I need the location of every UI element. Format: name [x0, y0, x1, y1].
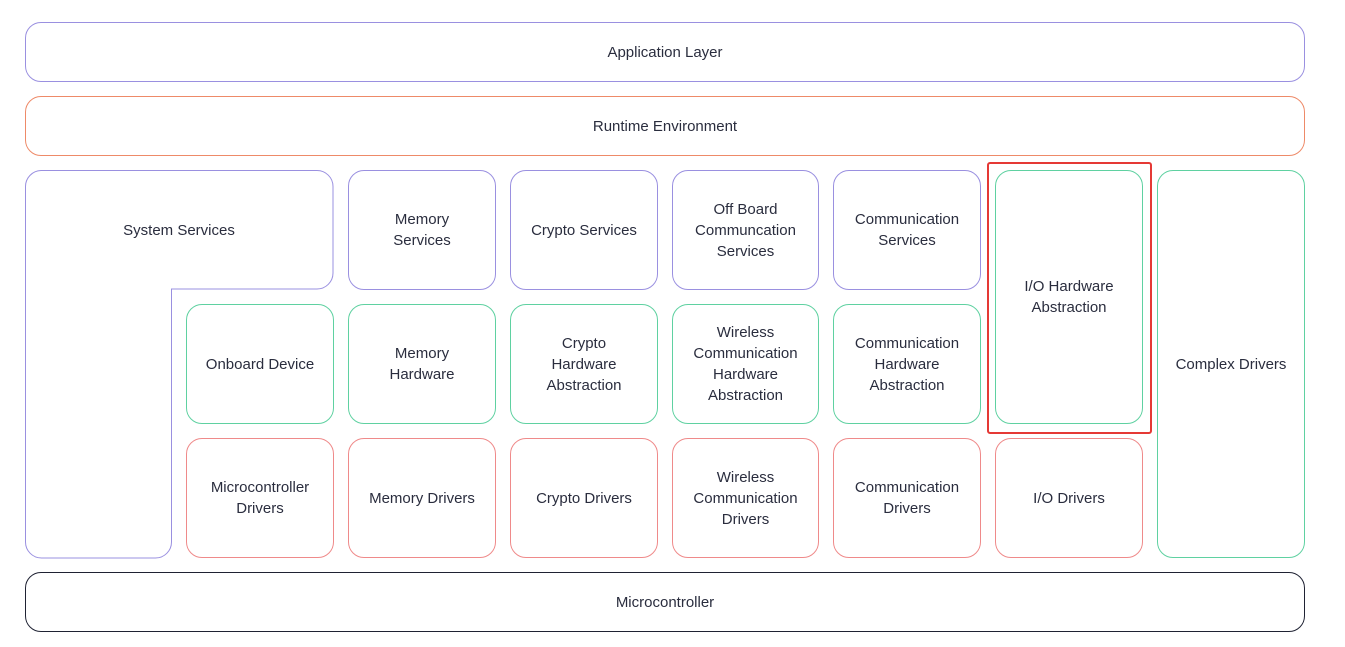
crypto-drivers-label: Crypto Drivers: [536, 489, 632, 507]
microcontroller-drivers-box: Microcontroller Drivers: [186, 438, 334, 558]
wireless-communication-hardware-abstraction-box: Wireless Communication Hardware Abstract…: [672, 304, 819, 424]
memory-hardware-box: Memory Hardware: [348, 304, 496, 424]
memory-services-label: Memory Services: [393, 211, 451, 249]
memory-hardware-label: Memory Hardware: [389, 345, 455, 383]
microcontroller-layer-label: Microcontroller: [615, 593, 715, 611]
runtime-environment-label: Runtime Environment: [592, 117, 738, 135]
crypto-services-label: Crypto Services: [531, 221, 637, 239]
wireless-communication-drivers-box: Wireless Communication Drivers: [672, 438, 819, 558]
communication-hardware-abstraction-box: Communication Hardware Abstraction: [833, 304, 981, 424]
memory-drivers-label: Memory Drivers: [369, 489, 475, 507]
wireless-communication-drivers-label: Wireless Communication Drivers: [693, 468, 798, 528]
complex-drivers-label: Complex Drivers: [1175, 355, 1287, 373]
offboard-communication-services-label: Off Board Communcation Services: [695, 200, 796, 260]
application-layer-label: Application Layer: [607, 43, 723, 61]
io-hardware-abstraction-label: I/O Hardware Abstraction: [1024, 278, 1114, 316]
io-drivers-label: I/O Drivers: [1033, 489, 1105, 507]
system-services-label: System Services: [123, 221, 235, 239]
system-services-box: [25, 170, 334, 559]
complex-drivers-box: Complex Drivers: [1157, 170, 1305, 558]
crypto-hardware-abstraction-box: Crypto Hardware Abstraction: [510, 304, 658, 424]
offboard-communication-services-box: Off Board Communcation Services: [672, 170, 819, 290]
crypto-hardware-abstraction-label: Crypto Hardware Abstraction: [546, 334, 622, 394]
onboard-device-label: Onboard Device: [205, 355, 315, 373]
communication-services-label: Communication Services: [854, 211, 960, 249]
memory-services-box: Memory Services: [348, 170, 496, 290]
microcontroller-layer: Microcontroller: [25, 572, 1305, 632]
wireless-communication-hardware-abstraction-label: Wireless Communication Hardware Abstract…: [693, 324, 798, 404]
communication-hardware-abstraction-label: Communication Hardware Abstraction: [854, 334, 960, 394]
communication-drivers-label: Communication Drivers: [854, 479, 960, 517]
io-hardware-abstraction-box: I/O Hardware Abstraction: [995, 170, 1143, 424]
communication-drivers-box: Communication Drivers: [833, 438, 981, 558]
runtime-environment: Runtime Environment: [25, 96, 1305, 156]
io-drivers-box: I/O Drivers: [995, 438, 1143, 558]
microcontroller-drivers-label: Microcontroller Drivers: [210, 479, 310, 517]
memory-drivers-box: Memory Drivers: [348, 438, 496, 558]
onboard-device-box: Onboard Device: [186, 304, 334, 424]
application-layer: Application Layer: [25, 22, 1305, 82]
crypto-services-box: Crypto Services: [510, 170, 658, 290]
crypto-drivers-box: Crypto Drivers: [510, 438, 658, 558]
communication-services-box: Communication Services: [833, 170, 981, 290]
